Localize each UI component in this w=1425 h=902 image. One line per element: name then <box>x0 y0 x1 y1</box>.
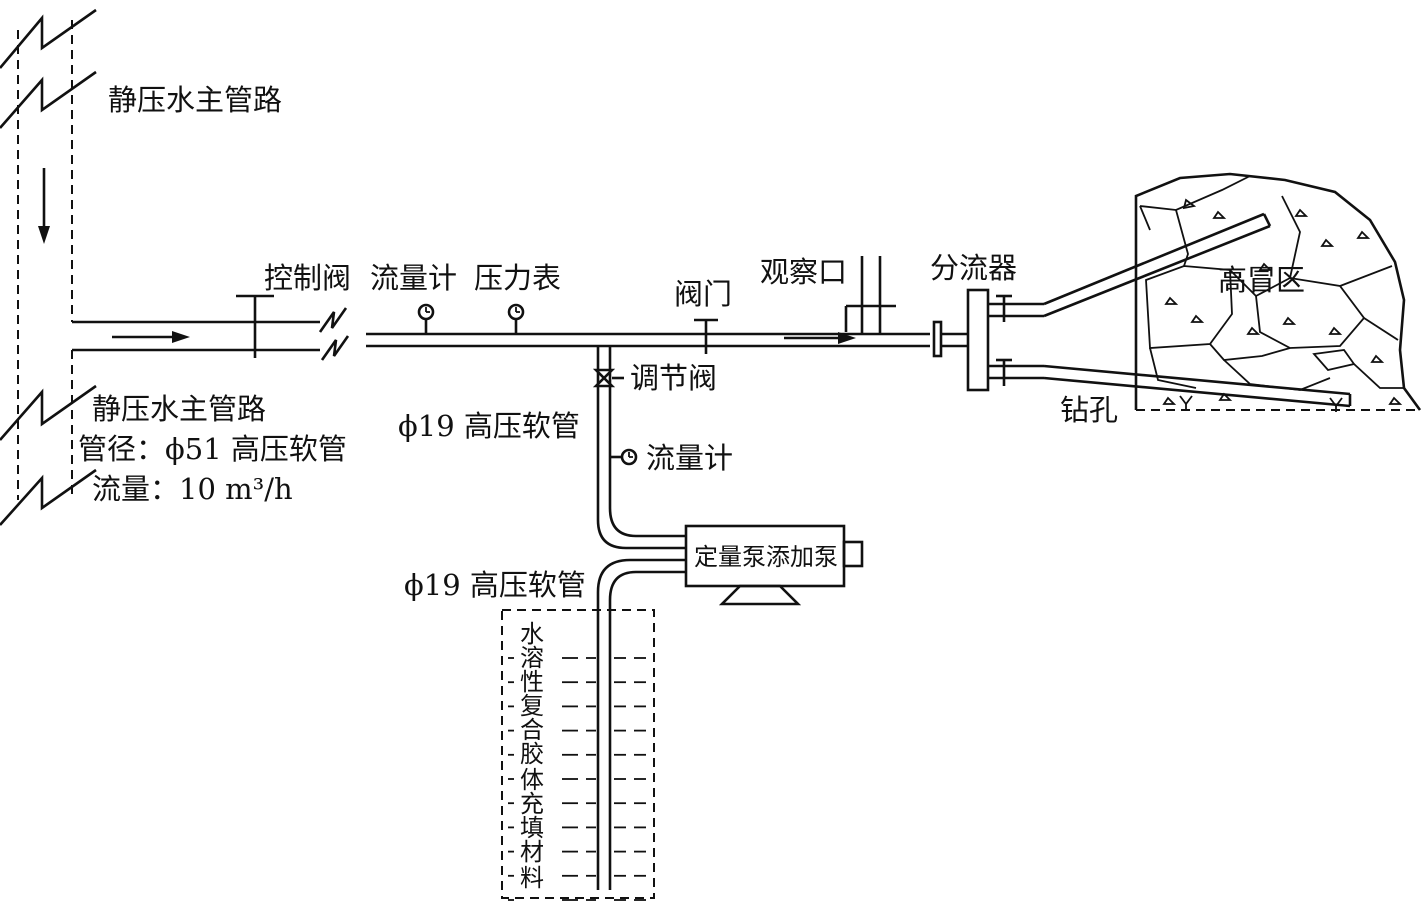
main-horizontal-pipe <box>72 256 968 361</box>
observation-port-icon <box>844 256 896 334</box>
hose-upper-label: ϕ19 高压软管 <box>398 409 580 443</box>
main-pipe-bottom-label: 静压水主管路 <box>92 392 266 426</box>
pressure-gauge-icon <box>507 303 525 334</box>
tank-char: 胶 <box>520 740 544 768</box>
flange-icon <box>932 320 943 358</box>
pressure-gauge-label: 压力表 <box>474 261 561 295</box>
branch-flow-meter-label: 流量计 <box>646 441 733 475</box>
tank-material-label: 水 溶 性 复 合 胶 体 充 填 材 料 <box>520 620 544 892</box>
control-valve-label: 控制阀 <box>264 261 351 295</box>
tank-char: 充 <box>520 790 544 818</box>
high-roof-zone-label: 高冒区 <box>1218 263 1305 297</box>
material-tank <box>501 609 655 899</box>
tank-char: 料 <box>520 864 544 892</box>
tank-char: 水 <box>520 620 544 648</box>
tank-char: 材 <box>520 838 544 866</box>
flow-arrow-down-icon <box>38 226 50 244</box>
borehole-pipes <box>1043 212 1352 408</box>
control-valve-icon <box>236 294 274 358</box>
pipe-diameter-label: 管径：ϕ51 高压软管 <box>78 432 347 466</box>
regulating-valve-label: 调节阀 <box>630 361 717 395</box>
valve-label: 阀门 <box>674 277 732 311</box>
tank-char: 合 <box>520 716 544 744</box>
dosing-pump-label: 定量泵添加泵 <box>694 543 838 571</box>
flow-arrow-right-icon <box>172 331 190 343</box>
tank-char: 性 <box>520 668 544 696</box>
tank-char: 溶 <box>520 644 544 672</box>
dosing-pump <box>684 524 864 606</box>
regulating-valve-icon <box>592 368 624 388</box>
high-roof-zone <box>1134 172 1422 412</box>
flow-meter-gauge-icon <box>417 303 435 334</box>
main-pipe-top-label: 静压水主管路 <box>108 83 282 117</box>
splitter-label: 分流器 <box>930 251 1017 285</box>
pipe-break-icon <box>318 307 348 333</box>
hose-lower-label: ϕ19 高压软管 <box>404 568 586 602</box>
tank-level-marks <box>508 657 646 901</box>
borehole-label: 钻孔 <box>1060 393 1118 427</box>
branch-flow-meter-icon <box>610 448 638 466</box>
main-vertical-pipe <box>0 8 97 526</box>
splitter <box>966 288 1044 392</box>
observation-port-label: 观察口 <box>760 255 847 289</box>
flow-arrow-right-icon-2 <box>838 332 856 344</box>
tank-char: 复 <box>520 692 544 720</box>
tank-char: 体 <box>520 766 544 794</box>
gate-valve-icon <box>694 318 718 354</box>
tank-char: 填 <box>520 814 544 842</box>
branch-line <box>592 346 686 890</box>
flow-meter-top-label: 流量计 <box>370 261 457 295</box>
flow-rate-label: 流量：10 m³/h <box>92 472 293 506</box>
